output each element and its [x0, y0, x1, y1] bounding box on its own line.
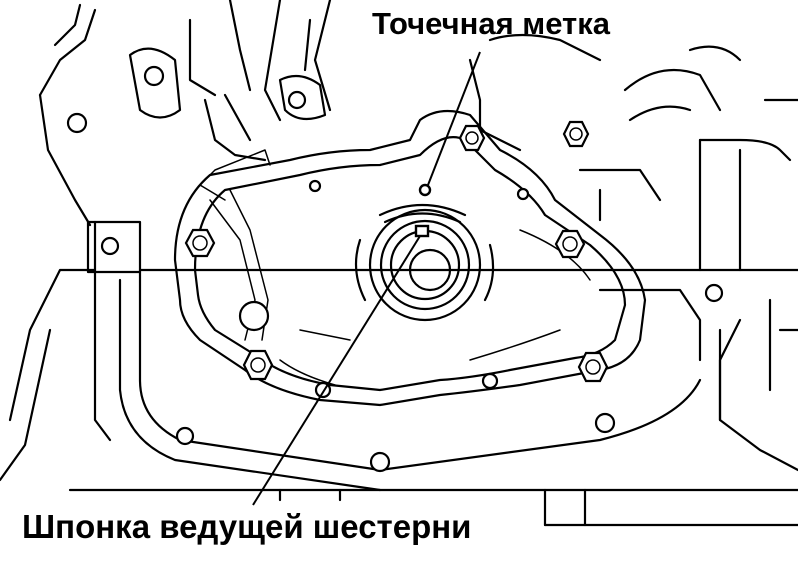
drive-gear [354, 203, 495, 322]
bolt-top-right [562, 120, 590, 148]
dot-mark [418, 183, 432, 197]
bolt-right [554, 229, 586, 259]
housing-bolts [184, 120, 609, 383]
dot-mark-label: Точечная метка [372, 6, 610, 41]
drive-gear-key [414, 224, 430, 238]
bolt-left [184, 228, 216, 258]
bolt-bottom-right [577, 351, 609, 383]
leader-drive-gear-key [252, 235, 421, 506]
upper-structure [128, 0, 332, 162]
engine-block-left [0, 3, 112, 482]
leader-dot-mark [427, 51, 481, 186]
bolt-bottom-left [242, 349, 274, 381]
small-bosses [238, 179, 530, 332]
drive-gear-key-label: Шпонка ведущей шестерни [22, 508, 472, 545]
bolt-top [458, 124, 486, 152]
engine-block-right [468, 33, 798, 472]
lower-cover [68, 270, 798, 527]
